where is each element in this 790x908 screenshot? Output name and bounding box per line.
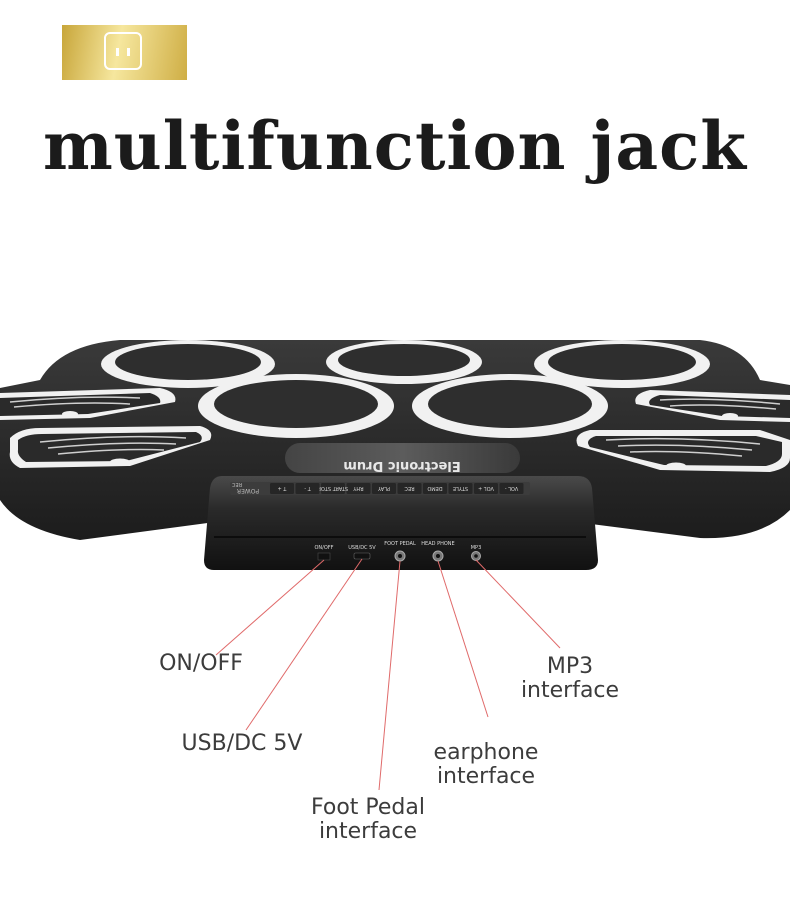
cymbal-pad: [9, 426, 212, 468]
control-button-label: STYLE: [453, 485, 468, 491]
callout-pedal-line2: interface: [318, 819, 418, 844]
control-button-label: RHY: [352, 485, 363, 491]
leader-pedal: [378, 560, 401, 791]
control-button[interactable]: [499, 483, 524, 494]
brand-panel: Electronic Drum: [285, 443, 520, 473]
power-socket-icon: [104, 32, 142, 70]
control-button[interactable]: [397, 483, 422, 494]
control-button-label: REC: [404, 485, 415, 491]
cymbal-pad: [576, 430, 790, 472]
port-mp3-label: MP3: [471, 545, 482, 551]
callout-earphone-line1: earphone: [433, 740, 539, 765]
brand-label: Electronic Drum: [343, 458, 460, 473]
drum-pad: [326, 340, 482, 384]
control-button[interactable]: [372, 483, 396, 494]
callout-onoff: ON/OFF: [146, 652, 256, 676]
drum-pad: [101, 340, 275, 388]
port-headphone-label: HEAD PHONE: [421, 541, 454, 547]
control-button[interactable]: [346, 483, 371, 494]
control-button-label: VOL +: [478, 485, 494, 491]
control-button[interactable]: [295, 483, 320, 494]
control-button-label: T +: [278, 485, 288, 491]
leader-lines: [215, 558, 561, 791]
control-box: POWER REC VOL - VOL + STYLE DEMO REC PLAY RHY S…: [204, 476, 598, 570]
cymbal-pad: [0, 388, 176, 420]
control-button-label: PLAY: [377, 485, 390, 491]
control-button[interactable]: [448, 483, 473, 494]
onoff-switch[interactable]: [317, 552, 331, 561]
callout-pedal-line1: Foot Pedal: [311, 795, 425, 820]
leader-mp3: [475, 559, 561, 649]
drum-pad: [534, 340, 710, 388]
callout-mp3: MP3 interface: [505, 655, 635, 703]
control-button[interactable]: [474, 483, 498, 494]
callout-earphone: earphone interface: [421, 741, 551, 789]
button-row: VOL - VOL + STYLE DEMO REC PLAY RHY START STOP T…: [270, 483, 524, 494]
callout-mp3-line2: interface: [520, 678, 620, 703]
power-label: POWER: [237, 487, 259, 494]
control-button[interactable]: [423, 483, 447, 494]
callout-onoff-text: ON/OFF: [159, 651, 243, 676]
callout-pedal: Foot Pedal interface: [298, 796, 438, 844]
callout-usb-text: USB/DC 5V: [181, 731, 303, 756]
callout-usb: USB/DC 5V: [172, 732, 312, 756]
leader-earphone: [437, 560, 489, 718]
control-button-label: VOL -: [505, 485, 519, 491]
control-button[interactable]: [270, 483, 294, 494]
port-pedal-label: FOOT PEDAL: [384, 541, 416, 547]
port-onoff-label: ON/OFF: [314, 545, 333, 551]
usb-port[interactable]: [353, 552, 371, 560]
page-title: multifunction jack: [42, 107, 748, 185]
callout-mp3-line1: MP3: [546, 654, 594, 679]
drum-pad: [412, 374, 608, 438]
leader-usb: [245, 558, 363, 731]
control-button-label: T -: [304, 485, 312, 491]
control-button-label: DEMO: [427, 485, 442, 491]
leader-onoff: [215, 559, 325, 656]
drum-pad: [198, 374, 394, 438]
rec-label: REC: [231, 481, 242, 487]
port-usb-label: USB/DC 5V: [348, 545, 376, 551]
callout-earphone-line2: interface: [436, 764, 536, 789]
feature-badge: [62, 25, 187, 80]
cymbal-pad: [635, 390, 790, 422]
control-button[interactable]: [321, 483, 345, 494]
control-button-label: START STOP: [318, 485, 348, 491]
port-panel: ON/OFF USB/DC 5V FOOT PEDAL HEAD PHONE M…: [314, 541, 482, 562]
